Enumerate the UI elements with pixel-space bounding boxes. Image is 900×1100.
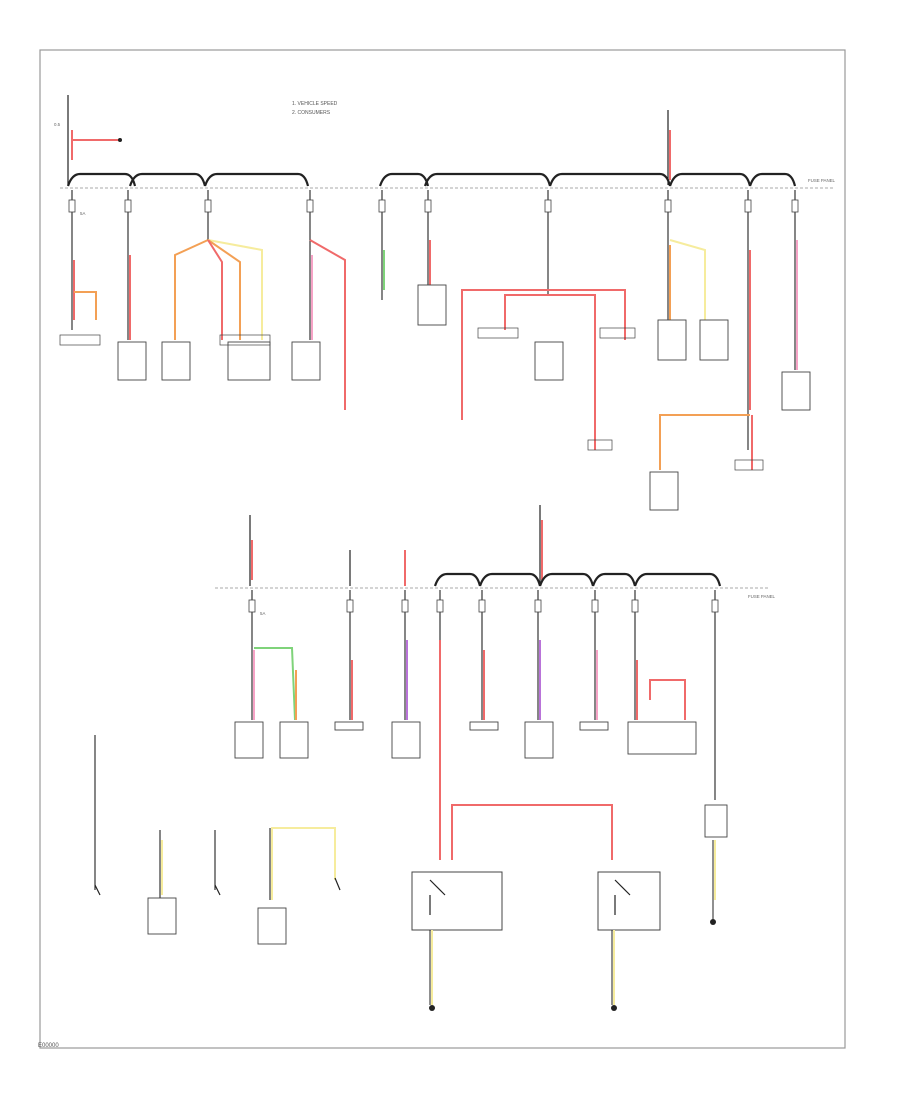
- module-box: [227, 341, 271, 381]
- lower-left-circuits: [94, 735, 341, 945]
- diagram-frame: [39, 49, 846, 1049]
- module-box: [417, 284, 447, 326]
- legend-item-2: 2. CONSUMERS: [292, 110, 331, 116]
- svg-text:5A: 5A: [260, 611, 265, 616]
- svg-text:5A: 5A: [80, 211, 85, 216]
- legend: 1. VEHICLE SPEED 2. CONSUMERS: [292, 101, 338, 116]
- wire-annotations: 0.5 5A 5A: [54, 122, 265, 616]
- module-box: [781, 371, 811, 411]
- bottom-fuse-panel: FUSE PANEL: [215, 505, 776, 860]
- top-fuse-panel-label: FUSE PANEL: [808, 178, 836, 183]
- legend-item-1: 1. VEHICLE SPEED: [292, 101, 338, 107]
- drawing-code: E00000: [38, 1043, 59, 1049]
- module-box: [291, 341, 321, 381]
- module-box: [534, 341, 564, 381]
- svg-text:0.5: 0.5: [54, 122, 61, 127]
- module-box: [657, 319, 687, 361]
- top-fuse-panel: FUSE PANEL: [59, 95, 836, 511]
- module-box: [161, 341, 191, 381]
- module-box: [699, 319, 729, 361]
- relays: [411, 840, 716, 1011]
- module-box: [649, 471, 679, 511]
- bottom-fuse-panel-label: FUSE PANEL: [748, 594, 776, 599]
- module-box: [117, 341, 147, 381]
